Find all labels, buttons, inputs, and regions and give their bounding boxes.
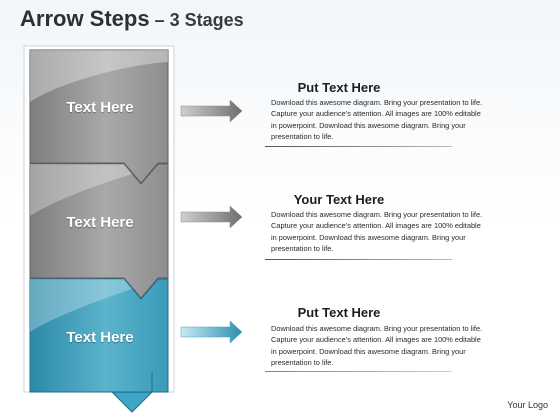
logo-placeholder: Your Logo bbox=[507, 400, 548, 410]
title-separator: – bbox=[149, 10, 170, 30]
stage-1-block bbox=[29, 49, 169, 184]
bottom-arrow-fill bbox=[114, 393, 150, 411]
page-title: Arrow Steps – 3 Stages bbox=[20, 6, 244, 32]
arrow-right-icon-3 bbox=[180, 320, 243, 344]
stage-1-heading: Put Text Here bbox=[297, 80, 381, 95]
title-main: Arrow Steps bbox=[20, 6, 150, 31]
stage-3-block bbox=[29, 278, 169, 393]
stage-2-heading: Your Text Here bbox=[293, 192, 385, 207]
stage-2-block bbox=[29, 163, 169, 299]
bottom-arrow-tip bbox=[110, 372, 153, 413]
stage-2-divider bbox=[265, 259, 452, 260]
stage-3-body: Download this awesome diagram. Bring you… bbox=[271, 324, 483, 367]
stage-2-body: Download this awesome diagram. Bring you… bbox=[271, 210, 483, 253]
arrow-right-icon-2 bbox=[180, 205, 243, 229]
title-sub: 3 Stages bbox=[169, 10, 244, 30]
stage-3-heading: Put Text Here bbox=[297, 305, 381, 320]
stage-2-label: Text Here bbox=[66, 214, 134, 231]
stage-3-divider bbox=[265, 371, 452, 372]
arrow-right-icon-1 bbox=[180, 99, 243, 123]
stage-1-body: Download this awesome diagram. Bring you… bbox=[271, 98, 483, 141]
stage-1-label: Text Here bbox=[66, 99, 134, 116]
stage-1-divider bbox=[265, 146, 452, 147]
stage-3-label: Text Here bbox=[66, 329, 134, 346]
